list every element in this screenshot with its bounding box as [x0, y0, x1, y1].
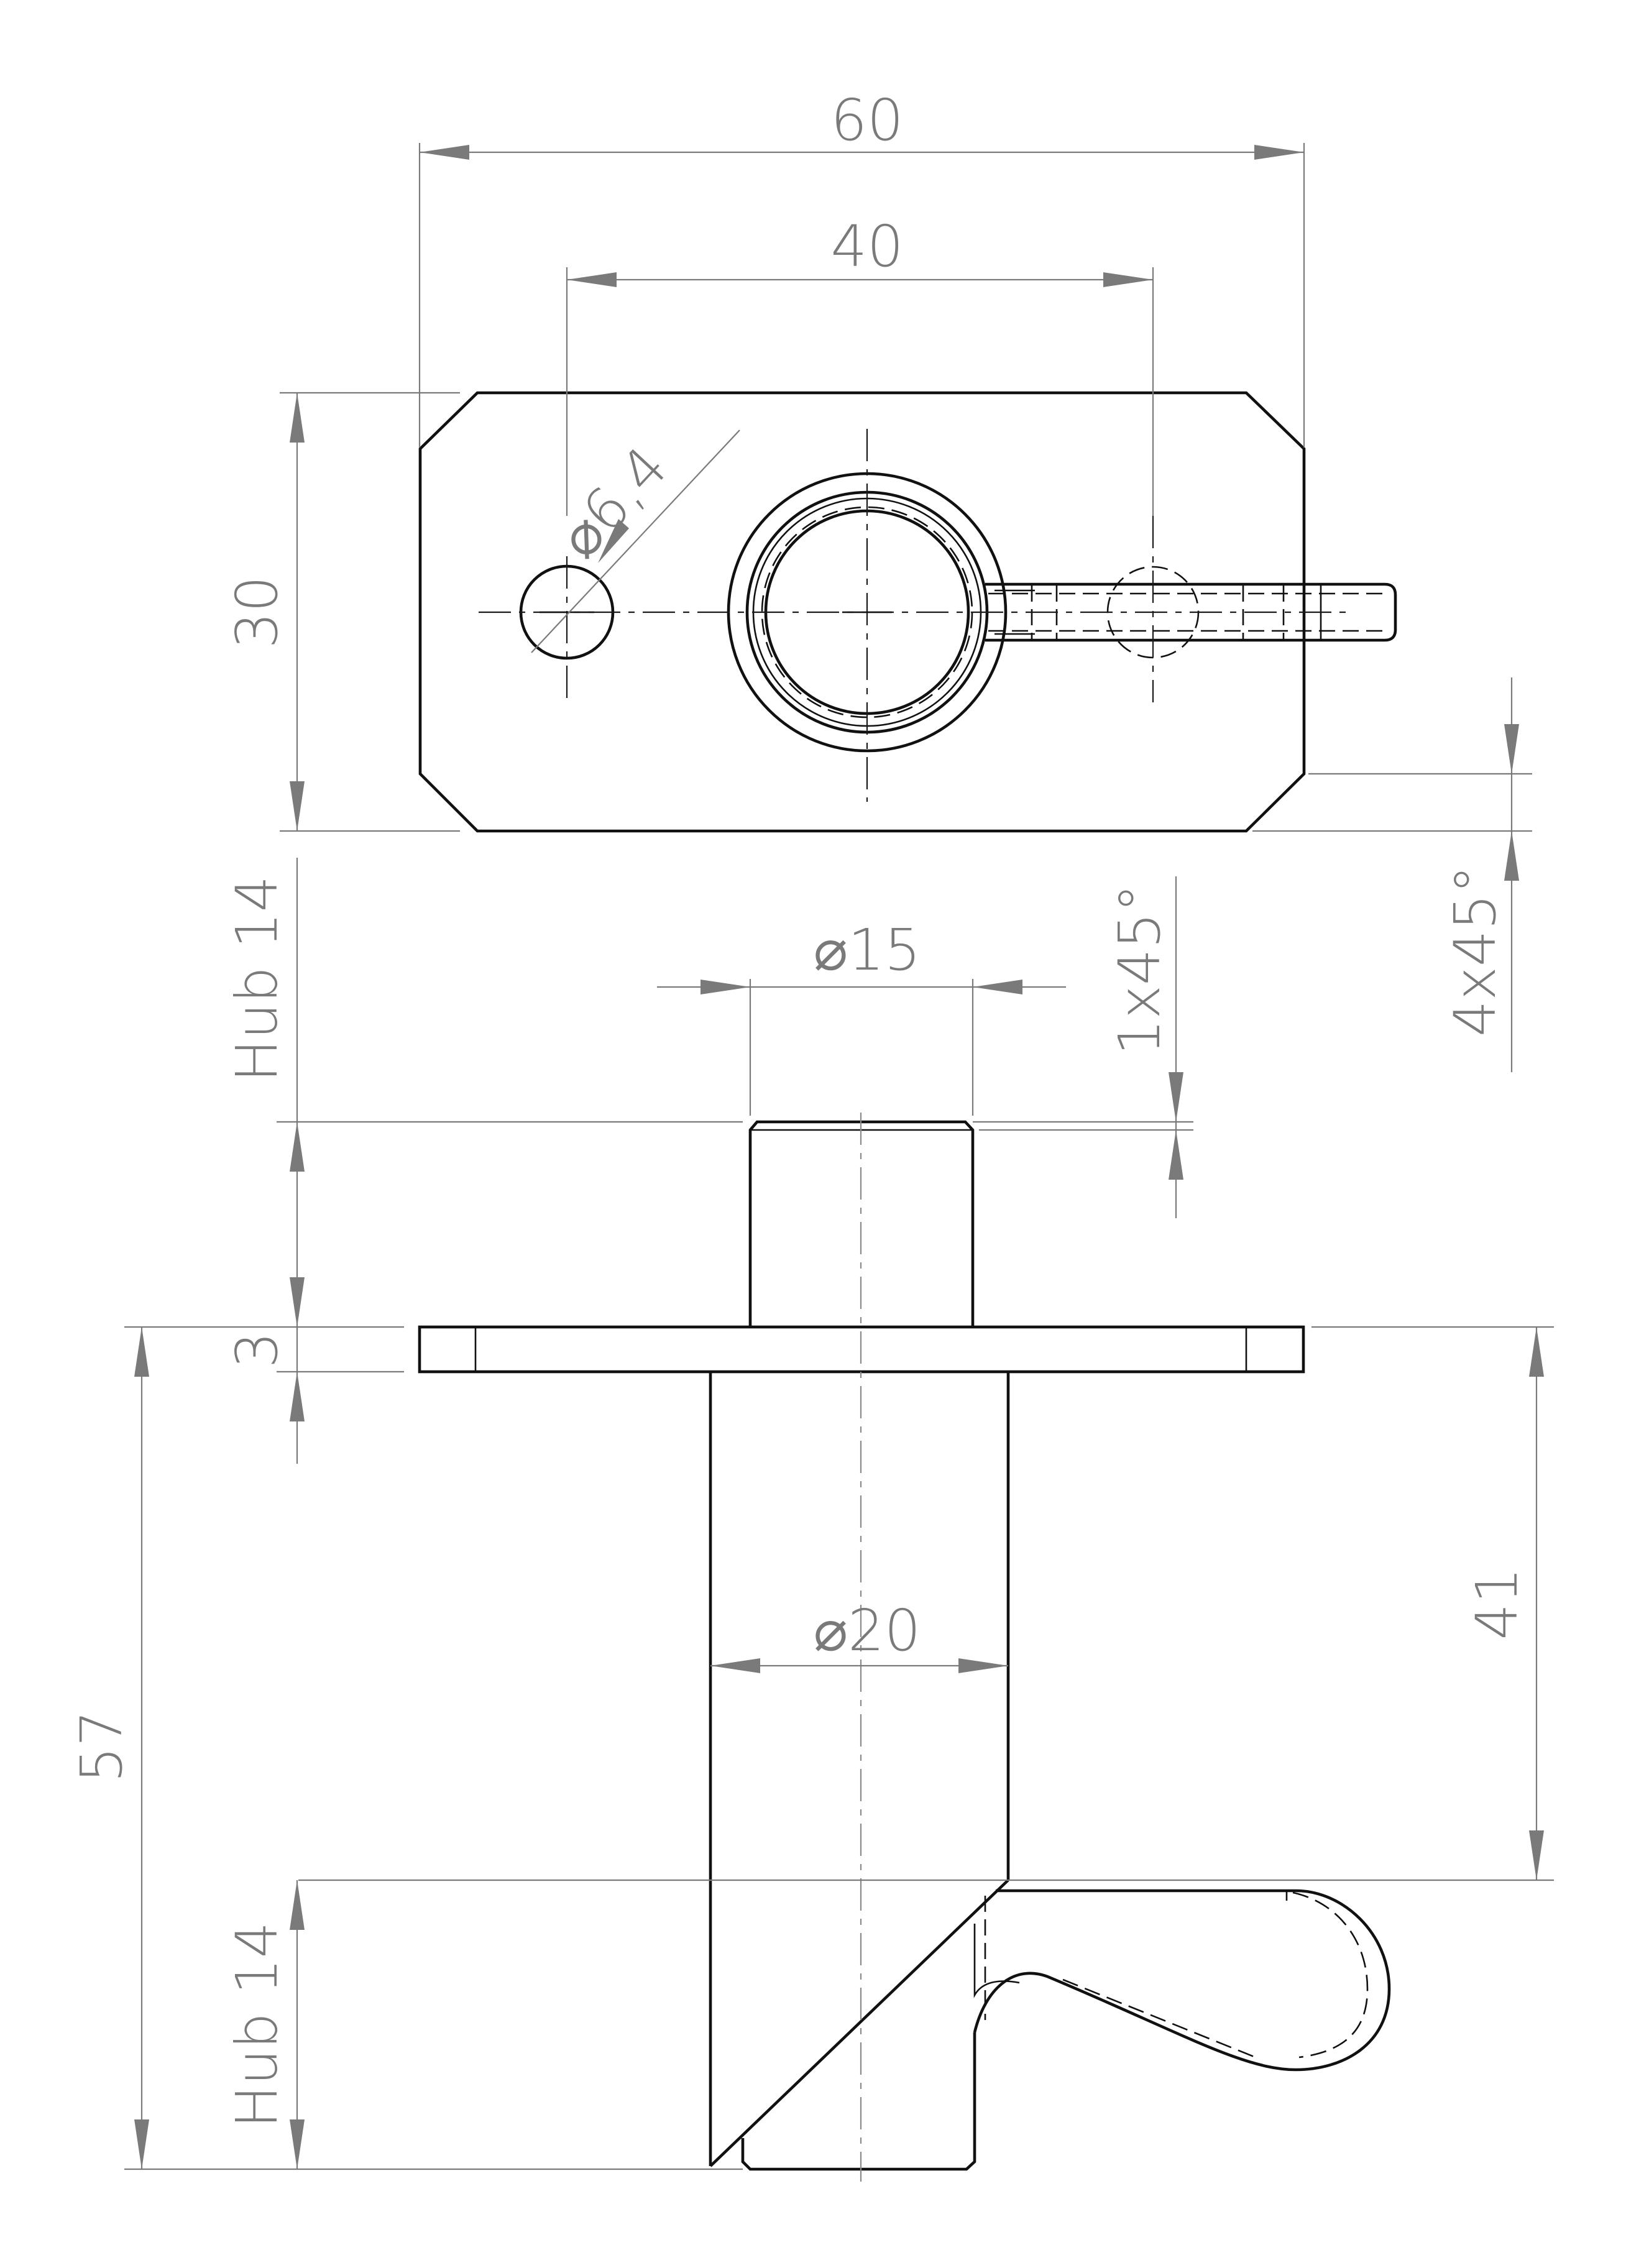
arrow-40-left [567, 272, 617, 287]
arrow-41-bottom [1529, 1830, 1544, 1880]
dim-hole-spacing: 40 [830, 213, 903, 280]
arrow-6-4 [598, 519, 629, 563]
arrow-4x45-top [1504, 724, 1519, 774]
arrow-41-top [1529, 1327, 1544, 1377]
arrow-20-right [958, 1658, 1008, 1673]
dim-stroke-lower: Hub 14 [224, 1922, 290, 2128]
dim-body-diameter-value: 20 [848, 1597, 921, 1664]
body-cut-diagonal [709, 1879, 1009, 2167]
dim-width-total: 60 [830, 87, 903, 154]
arrow-20-left [710, 1658, 760, 1673]
dim-pin-chamfer: 1x45° [1106, 884, 1173, 1055]
diameter-symbol-15: ⌀ [814, 917, 848, 983]
lever-side-inner [973, 1924, 1020, 1998]
arrow-hub-lower-top [290, 1880, 305, 1930]
arrow-15-right [973, 980, 1022, 994]
dim-body-diameter: ⌀20 [814, 1597, 921, 1664]
arrow-40-right [1103, 272, 1153, 287]
arrow-1x45-bottom [1169, 1130, 1183, 1180]
arrow-hub-upper-top [290, 1122, 305, 1172]
lever-hidden-side [984, 1891, 1369, 2059]
arrow-30-bottom [290, 781, 305, 831]
dim-plate-thickness: 3 [224, 1332, 290, 1369]
arrow-3-bottom [290, 1372, 305, 1421]
arrow-57-top [134, 1327, 149, 1377]
arrow-hub-upper-bottom [290, 1277, 305, 1327]
arrow-hub-lower-bottom [290, 2119, 305, 2169]
dim-pin-diameter-value: 15 [848, 917, 921, 983]
arrow-57-bottom [134, 2119, 149, 2169]
lever-arm-top [985, 582, 1397, 642]
pin-bottom-side [741, 2032, 976, 2171]
dimensions: 60 40 30 ⌀6,4 4x45° ⌀15 [68, 87, 1554, 2170]
body-side [709, 1372, 1010, 2166]
dim-body-length: 41 [1464, 1567, 1530, 1640]
dim-plate-height: 30 [224, 576, 290, 648]
top-view [418, 391, 1397, 833]
arrow-15-left [700, 980, 750, 994]
plate-outline-top [418, 391, 1306, 833]
arrow-4x45-bottom [1504, 831, 1519, 881]
lever-side [973, 1889, 1391, 2072]
dim-overall-height: 57 [68, 1710, 135, 1783]
arrow-60-left [420, 145, 469, 160]
dim-plate-chamfer: 4x45° [1442, 865, 1509, 1037]
lever-arm-inner-top [994, 589, 1035, 635]
side-view [418, 1113, 1391, 2182]
leader-6-4 [531, 429, 740, 653]
arrow-30-top [290, 393, 305, 443]
diameter-symbol-20: ⌀ [814, 1597, 848, 1664]
arrow-1x45-top [1169, 1072, 1183, 1122]
dim-stroke-upper: Hub 14 [224, 876, 290, 1082]
arrow-60-right [1254, 145, 1304, 160]
dim-pin-diameter: ⌀15 [814, 917, 921, 983]
